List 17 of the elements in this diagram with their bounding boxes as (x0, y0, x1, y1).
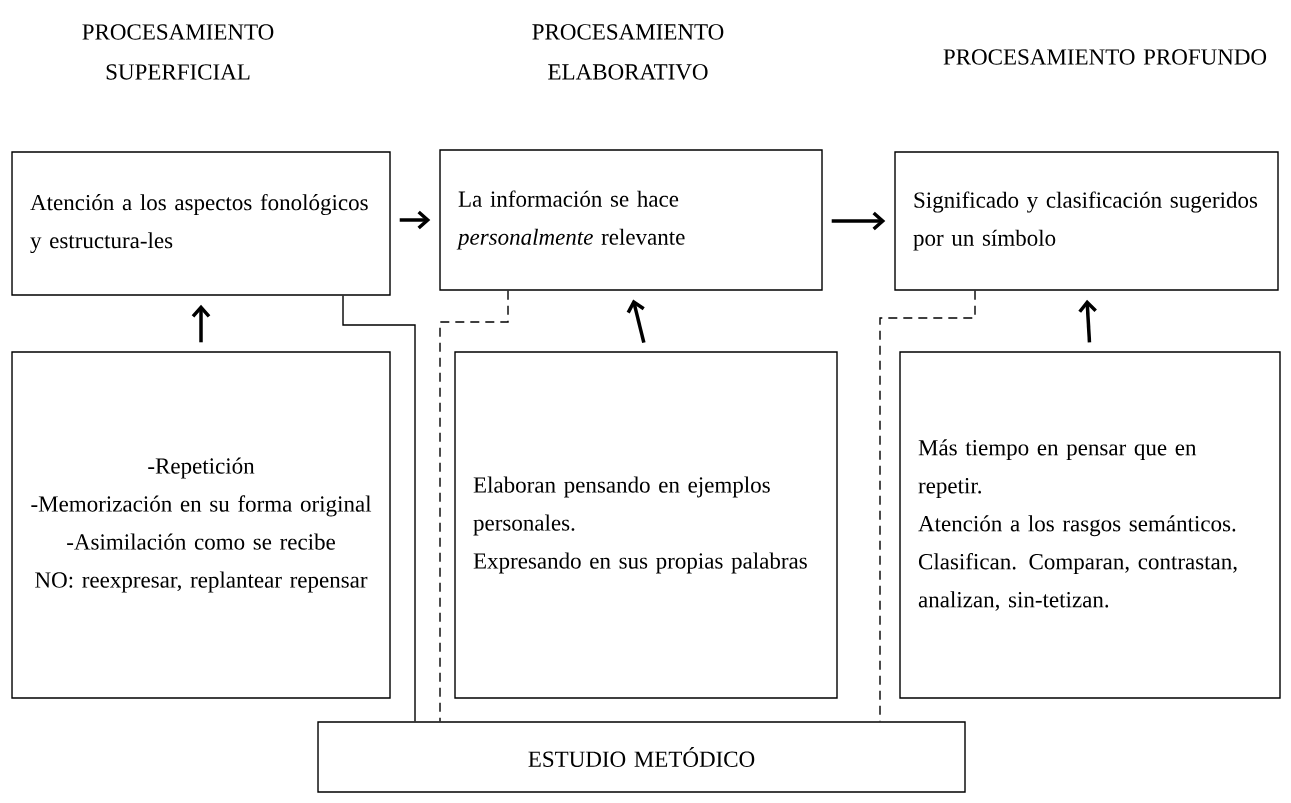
arrow (831, 211, 886, 231)
description-box: -Repetición -Memorización en su forma original -Asimilación como se recibe NO: reexpresar, replantear repensar (11, 351, 391, 699)
description-box: Más tiempo en pensar que en repetir. Atención a los rasgos semánticos. Clasifican. Comparan, contrastan, analizan, sin-tetizan. (899, 351, 1281, 699)
process-box: Atención a los aspectos fonológicos y estructura-les (11, 151, 391, 296)
column-heading: PROCESAMIENTO PROFUNDO (943, 49, 1267, 65)
connector-line (342, 295, 416, 722)
connector-line (439, 290, 509, 722)
arrow (626, 299, 646, 343)
arrow (1078, 299, 1097, 343)
column-heading: PROCESAMIENTO ELABORATIVO (532, 24, 724, 80)
arrow (399, 210, 431, 230)
process-box: Significado y clasificación sugeridos por un símbolo (894, 151, 1279, 291)
column-heading: PROCESAMIENTO SUPERFICIAL (82, 24, 274, 80)
process-box: La información se hace personalmente relevante (439, 149, 823, 291)
description-box: Elaboran pensando en ejemplos personales. Expresando en sus propias palabras (454, 351, 838, 699)
arrow (191, 304, 211, 343)
method-box: ESTUDIO METÓDICO (317, 721, 966, 793)
